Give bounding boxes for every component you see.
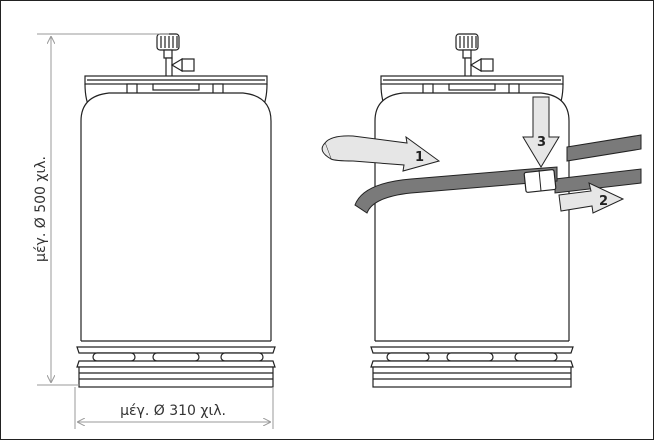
step-2-arrow-icon xyxy=(558,182,625,214)
height-label: μέγ. Ø 500 χιλ. xyxy=(33,156,49,262)
width-dimension xyxy=(74,387,274,429)
valve-knob-icon xyxy=(156,33,195,79)
strap-buckle-icon xyxy=(523,169,557,193)
valve-knob-icon xyxy=(455,33,494,79)
step-1-arrow-icon xyxy=(321,135,441,172)
step-3-label: 3 xyxy=(537,135,546,150)
step-1-label: 1 xyxy=(415,150,424,165)
height-dimension xyxy=(37,33,169,386)
strap xyxy=(354,134,642,214)
step-3-arrow-icon xyxy=(522,96,560,168)
width-label: μέγ. Ø 310 χιλ. xyxy=(120,403,226,419)
left-cylinder xyxy=(76,33,276,388)
right-cylinder xyxy=(370,33,574,388)
step-2-label: 2 xyxy=(599,194,608,209)
